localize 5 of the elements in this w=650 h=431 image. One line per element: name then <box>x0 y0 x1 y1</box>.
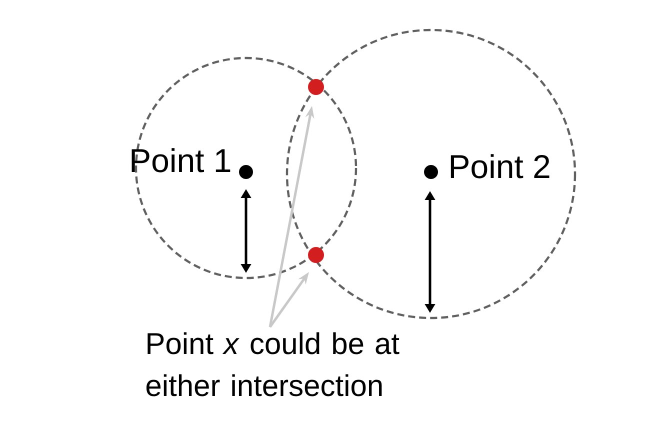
intersection-dot <box>308 247 324 263</box>
caption-text: Point x could be at either intersection <box>146 332 400 396</box>
point-label: Point 1 <box>132 148 230 172</box>
intersection-dot <box>308 79 324 95</box>
point-label: Point 2 <box>450 154 550 178</box>
